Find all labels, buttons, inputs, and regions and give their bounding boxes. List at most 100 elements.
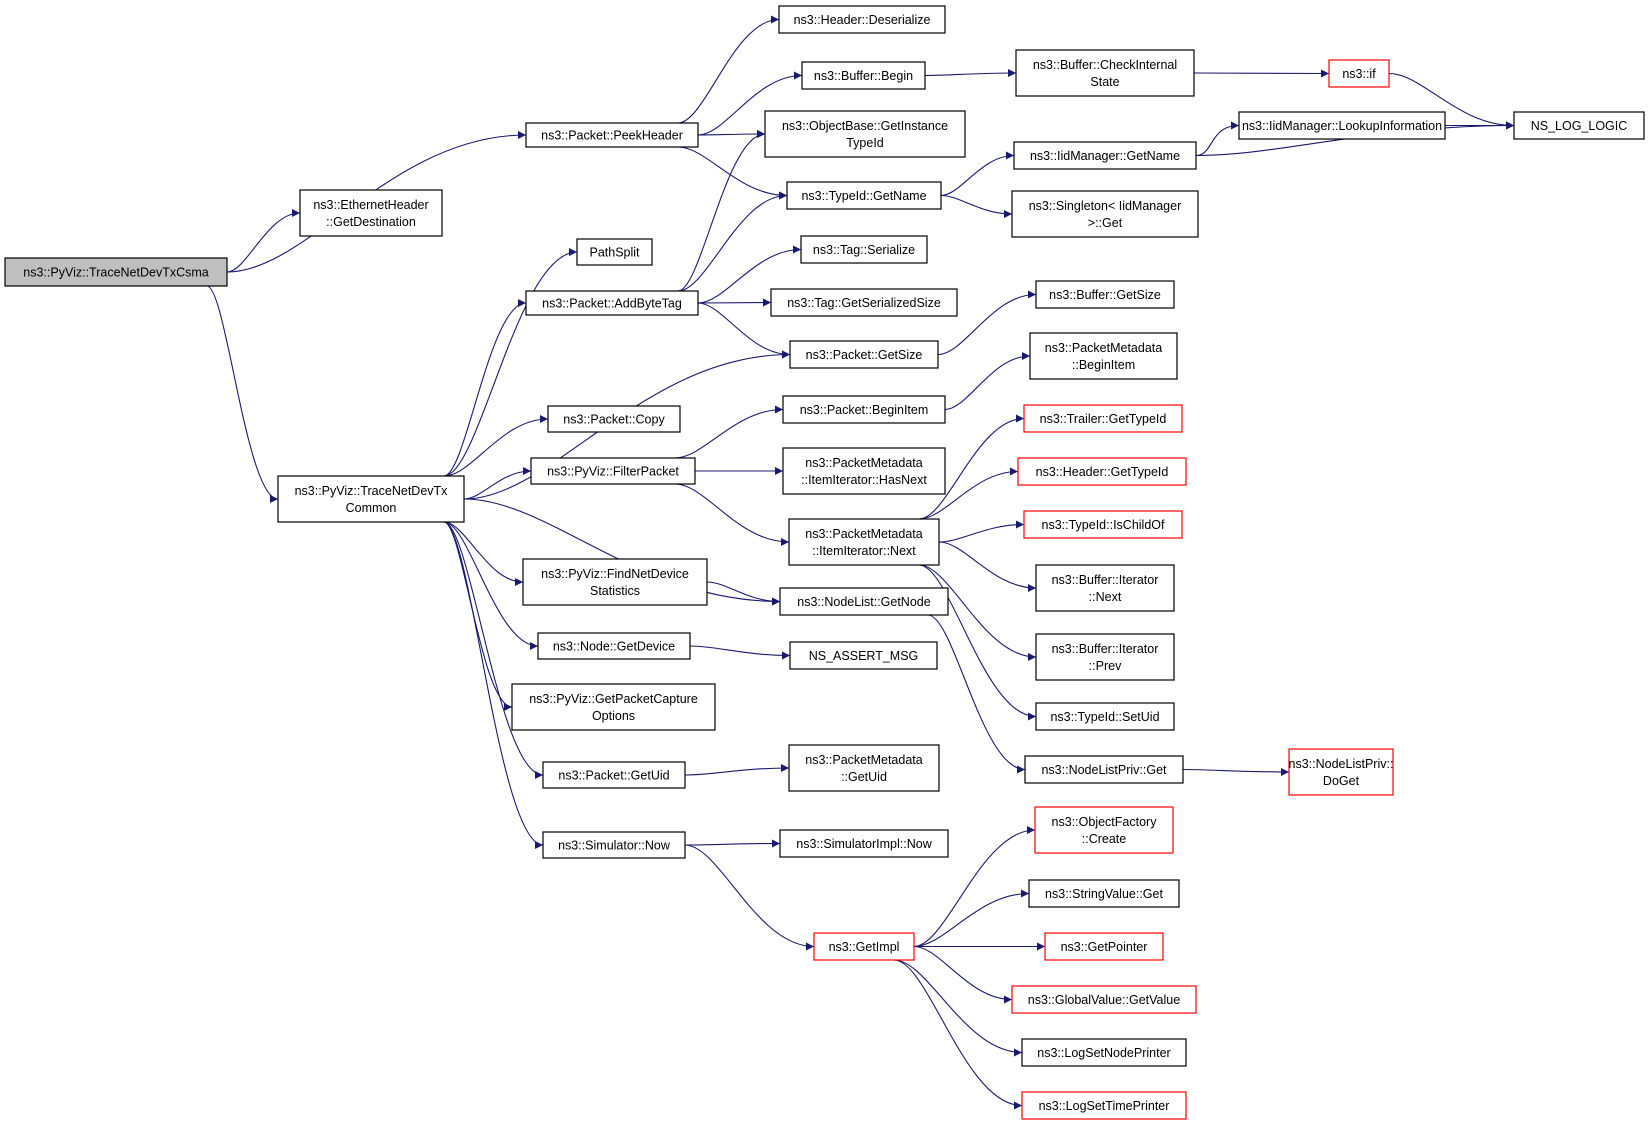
node-pktbeginitem[interactable]: ns3::Packet::BeginItem — [782, 395, 946, 424]
node-label: ns3::Tag::Serialize — [813, 243, 915, 257]
node-logtime[interactable]: ns3::LogSetTimePrinter — [1021, 1091, 1187, 1120]
node-bufgetsize[interactable]: ns3::Buffer::GetSize — [1035, 280, 1175, 309]
edge-getuid-to-pmgetuid — [684, 764, 790, 776]
node-peekhdr[interactable]: ns3::Packet::PeekHeader — [525, 122, 699, 148]
node-iidgetname[interactable]: ns3::IidManager::GetName — [1013, 141, 1197, 170]
node-pmbeginitem[interactable]: ns3::PacketMetadata::BeginItem — [1029, 332, 1178, 380]
node-label: ::BeginItem — [1072, 358, 1135, 372]
node-ethhdr[interactable]: ns3::EthernetHeader::GetDestination — [299, 189, 443, 237]
edge-common-to-simnow — [443, 521, 544, 849]
node-box — [782, 395, 946, 424]
node-lookupinfo[interactable]: ns3::IidManager::LookupInformation — [1238, 111, 1446, 140]
node-nlgetnode[interactable]: ns3::NodeList::GetNode — [779, 587, 949, 616]
node-box — [1011, 190, 1199, 238]
node-pmhasnext[interactable]: ns3::PacketMetadata::ItemIterator::HasNe… — [782, 447, 946, 495]
node-box — [277, 475, 465, 523]
node-label: ns3::ObjectBase::GetInstance — [782, 119, 948, 133]
node-label: ns3::LogSetNodePrinter — [1037, 1046, 1170, 1060]
node-getpointer[interactable]: ns3::GetPointer — [1044, 932, 1164, 961]
node-label: ns3::EthernetHeader — [313, 198, 428, 212]
node-box — [1035, 280, 1175, 309]
node-box — [530, 457, 696, 485]
node-box — [1011, 985, 1197, 1014]
node-box — [1035, 633, 1175, 681]
node-taggss[interactable]: ns3::Tag::GetSerializedSize — [770, 288, 958, 317]
node-filterpkt[interactable]: ns3::PyViz::FilterPacket — [530, 457, 696, 485]
node-getimpl[interactable]: ns3::GetImpl — [813, 932, 915, 961]
edge-if-to-nslog — [1388, 72, 1515, 130]
node-headertid[interactable]: ns3::Header::GetTypeId — [1017, 457, 1187, 486]
node-label: DoGet — [1323, 774, 1360, 788]
edge-getimpl-to-strvalget — [913, 889, 1030, 948]
edge-common-to-filterpkt — [463, 467, 532, 500]
node-pktgetsize[interactable]: ns3::Packet::GetSize — [789, 340, 939, 369]
node-nslog[interactable]: NS_LOG_LOGIC — [1513, 111, 1645, 140]
node-label: ns3::IidManager::GetName — [1030, 149, 1180, 163]
node-root[interactable]: ns3::PyViz::TraceNetDevTxCsma — [4, 257, 228, 287]
node-box — [511, 683, 716, 731]
node-tidgetname[interactable]: ns3::TypeId::GetName — [786, 181, 942, 210]
node-simimplnow[interactable]: ns3::SimulatorImpl::Now — [779, 829, 949, 858]
node-label: ns3::if — [1342, 67, 1376, 81]
node-bufbegin[interactable]: ns3::Buffer::Begin — [801, 61, 926, 90]
node-box — [576, 238, 653, 266]
node-label: ns3::TypeId::SetUid — [1050, 710, 1159, 724]
node-box — [1035, 564, 1175, 612]
node-label: ns3::GetImpl — [829, 940, 900, 954]
node-label: Statistics — [590, 584, 640, 598]
node-box — [770, 288, 958, 317]
node-label: ns3::Buffer::Iterator — [1052, 573, 1159, 587]
node-box — [1029, 332, 1178, 380]
node-hdrdeser[interactable]: ns3::Header::Deserialize — [778, 5, 946, 34]
node-box — [1024, 755, 1184, 784]
node-getuid[interactable]: ns3::Packet::GetUid — [542, 761, 686, 789]
node-simnow[interactable]: ns3::Simulator::Now — [542, 831, 686, 859]
node-label: TypeId — [846, 136, 884, 150]
node-box — [788, 518, 940, 566]
node-tagser[interactable]: ns3::Tag::Serialize — [800, 235, 928, 264]
node-nsassert[interactable]: NS_ASSERT_MSG — [789, 641, 938, 670]
node-nlprivdoget[interactable]: ns3::NodeListPriv::DoGet — [1288, 748, 1394, 796]
node-bufitprev[interactable]: ns3::Buffer::Iterator::Prev — [1035, 633, 1175, 681]
node-box — [4, 257, 228, 287]
node-pmgetuid[interactable]: ns3::PacketMetadata::GetUid — [788, 744, 940, 792]
node-box — [800, 235, 928, 264]
node-bufitnext[interactable]: ns3::Buffer::Iterator::Next — [1035, 564, 1175, 612]
node-box — [1328, 59, 1390, 88]
node-setuid[interactable]: ns3::TypeId::SetUid — [1035, 702, 1175, 731]
node-label: ns3::Packet::PeekHeader — [541, 129, 683, 143]
node-objfactory[interactable]: ns3::ObjectFactory::Create — [1034, 806, 1174, 854]
node-nlprivget[interactable]: ns3::NodeListPriv::Get — [1024, 755, 1184, 784]
node-strvalget[interactable]: ns3::StringValue::Get — [1028, 879, 1180, 908]
node-addbytetag[interactable]: ns3::Packet::AddByteTag — [525, 290, 699, 316]
node-label: NS_LOG_LOGIC — [1531, 119, 1628, 133]
node-copy[interactable]: ns3::Packet::Copy — [547, 405, 681, 433]
node-pathsplit[interactable]: PathSplit — [576, 238, 653, 266]
edge-getimpl-to-logtime — [893, 959, 1023, 1110]
node-lognode[interactable]: ns3::LogSetNodePrinter — [1021, 1038, 1187, 1067]
edge-common-to-addbytetag — [443, 299, 527, 477]
node-box — [813, 932, 915, 961]
node-box — [525, 122, 699, 148]
node-trailertid[interactable]: ns3::Trailer::GetTypeId — [1023, 404, 1183, 433]
node-label: ns3::GlobalValue::GetValue — [1028, 993, 1180, 1007]
node-gvgetvalue[interactable]: ns3::GlobalValue::GetValue — [1011, 985, 1197, 1014]
node-singleton[interactable]: ns3::Singleton< IidManager>::Get — [1011, 190, 1199, 238]
node-ischildof[interactable]: ns3::TypeId::IsChildOf — [1023, 510, 1183, 539]
node-box — [779, 587, 949, 616]
node-box — [789, 641, 938, 670]
node-label: ns3::Packet::Copy — [563, 413, 665, 427]
node-label: ns3::Header::Deserialize — [794, 13, 931, 27]
node-if[interactable]: ns3::if — [1328, 59, 1390, 88]
node-label: ns3::Header::GetTypeId — [1036, 465, 1169, 479]
node-getdevice[interactable]: ns3::Node::GetDevice — [537, 632, 691, 660]
node-pmnext[interactable]: ns3::PacketMetadata::ItemIterator::Next — [788, 518, 940, 566]
node-box — [1028, 879, 1180, 908]
node-label: ::Next — [1089, 590, 1122, 604]
edge-common-to-copy — [443, 415, 549, 477]
